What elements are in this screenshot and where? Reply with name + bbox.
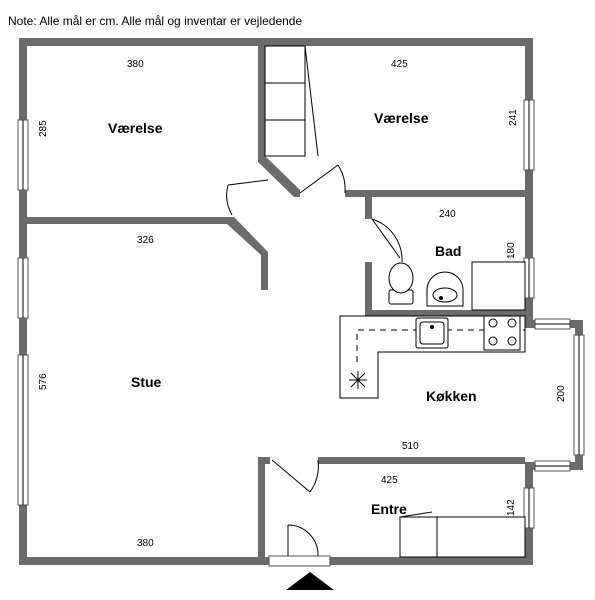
front-door-frame: [268, 555, 331, 567]
room-label-kokken: Køkken: [426, 388, 477, 404]
room-label-bad: Bad: [435, 243, 461, 259]
room-label-entre: Entre: [371, 501, 407, 517]
stove-icon: [483, 315, 521, 351]
door-bathroom: [371, 218, 403, 263]
door-left-bedroom: [226, 179, 269, 216]
dim-stue-width: 326: [137, 235, 154, 246]
shower-area: [471, 261, 526, 311]
entre-fixtures: [399, 511, 526, 558]
windows: [17, 99, 585, 567]
interior-walls: [27, 46, 525, 565]
wardrobe: [264, 45, 319, 157]
appliance-icon: [349, 371, 367, 389]
kitchen-fixtures: [339, 315, 526, 399]
dim-stue-height: 576: [38, 373, 49, 390]
dim-stue-bottom-width: 380: [137, 538, 154, 549]
kitchen-sink-icon: [415, 317, 449, 349]
front-door: [287, 524, 319, 557]
kitchen-counter: [339, 315, 526, 399]
room-label-vaerelse-right: Værelse: [374, 110, 429, 126]
dim-bad-width: 240: [439, 209, 456, 220]
bathroom-sink-icon: [426, 271, 464, 307]
entre-cabinet: [399, 516, 526, 558]
plan-note: Note: Alle mål er cm. Alle mål og invent…: [8, 14, 302, 28]
dim-vaerelse-left-height: 285: [38, 120, 49, 137]
dim-entre-height: 142: [506, 499, 517, 516]
dim-bad-height: 180: [506, 242, 517, 259]
doors: [226, 164, 403, 590]
upper-cabinets: [356, 329, 525, 362]
room-label-vaerelse-left: Værelse: [108, 120, 163, 136]
room-label-stue: Stue: [131, 374, 162, 390]
dim-vaerelse-left-width: 380: [127, 59, 144, 70]
door-entre: [271, 459, 319, 493]
dim-vaerelse-right-height: 241: [508, 109, 519, 126]
dim-entre-width: 425: [381, 475, 398, 486]
entrance-arrow-icon: [286, 572, 334, 590]
dim-kokken-height: 200: [556, 385, 567, 402]
dim-kokken-width: 510: [402, 441, 419, 452]
toilet-icon: [388, 262, 414, 305]
door-right-bedroom: [299, 164, 346, 194]
bathroom-fixtures: [388, 261, 526, 311]
dim-vaerelse-right-width: 425: [391, 59, 408, 70]
